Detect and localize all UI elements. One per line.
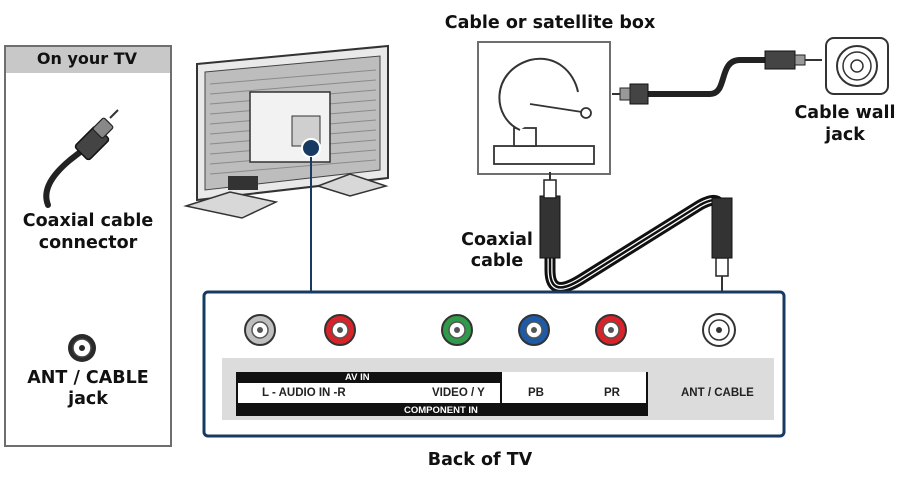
audio-in-label: L - AUDIO IN -R [262,387,346,399]
ant-cable-panel-label: ANT / CABLE [681,387,754,399]
pr-label: PR [604,387,620,399]
coaxial-connector-label: Coaxial cable connector [22,211,154,253]
component-in-label: COMPONENT IN [404,405,478,416]
side-panel [4,45,172,447]
connector-panel [202,290,786,438]
side-panel-frame [4,45,172,447]
pb-port[interactable] [518,314,550,346]
ant-cable-jack-label: ANT / CABLE jack [27,368,149,409]
coaxial-cable-label: Coaxial cable [461,230,533,271]
video-y-label: VIDEO / Y [432,387,485,399]
video-y-port[interactable] [441,314,473,346]
side-panel-title: On your TV [36,49,138,68]
side-panel-header [6,47,170,73]
ant-cable-jack-icon [68,334,96,362]
av-in-label: AV IN [345,372,370,383]
audio-l-port[interactable] [244,314,276,346]
ant-cable-port[interactable] [702,313,736,347]
audio-r-port[interactable] [324,314,356,346]
pb-label: PB [528,387,544,399]
coaxial-connector-icon [43,109,119,208]
tv-port-marker [301,138,321,158]
pr-port[interactable] [595,314,627,346]
tv-illustration [183,44,389,292]
back-of-tv-caption: Back of TV [427,450,533,470]
coaxial-cable [539,172,733,293]
cable-box [477,41,611,175]
wall-cable [612,50,822,105]
wall-jack-icon [825,37,889,95]
wall-jack-label: Cable wall jack [794,103,896,145]
cable-box-title: Cable or satellite box [444,13,656,33]
